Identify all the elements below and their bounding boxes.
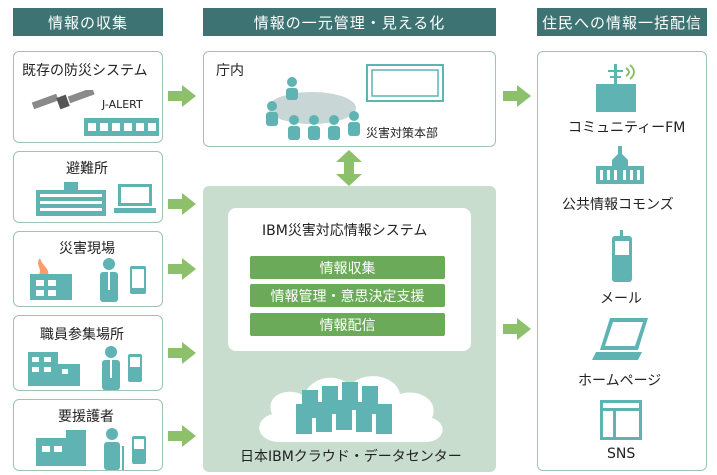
channel-label: コミュニティーFM <box>568 120 686 136</box>
laptop-icon <box>592 318 648 360</box>
system-title: IBM災害対応情報システム <box>262 223 428 239</box>
source-label: 災害現場 <box>59 241 115 257</box>
satellite-icon <box>31 90 95 110</box>
building-icon <box>84 118 159 136</box>
jalert-label: J-ALERT <box>102 98 143 111</box>
house-icon <box>36 430 86 466</box>
function-collection: 情報収集 <box>250 256 445 279</box>
arrow-right-to-channels-2 <box>503 318 531 340</box>
elderly-person-icon <box>104 428 124 470</box>
source-label: 避難所 <box>66 161 108 177</box>
monitor-icon <box>366 64 444 102</box>
office-label: 庁内 <box>216 63 244 79</box>
arrow-right-1 <box>168 85 196 107</box>
arrow-right-4 <box>168 342 196 364</box>
parliament-icon <box>596 146 644 184</box>
office-building-icon <box>28 352 80 386</box>
arrow-right-5 <box>168 425 196 447</box>
source-label: 要援護者 <box>58 409 114 425</box>
fire-building-icon <box>30 258 72 300</box>
arrow-right-3 <box>168 258 196 280</box>
header-management: 情報の一元管理・見える化 <box>203 8 496 36</box>
function-management: 情報管理・意思決定支援 <box>250 284 445 307</box>
cloud-icon <box>259 376 443 443</box>
source-box-vulnerable-persons: 要援護者 <box>13 399 163 471</box>
header-distribution: 住民への情報一括配信 <box>537 8 707 36</box>
arrow-right-to-channels-1 <box>503 85 531 107</box>
source-box-disaster-system: 既存の防災システム J-ALERT <box>13 51 163 143</box>
channel-label: 公共情報コモンズ <box>562 197 674 213</box>
bidirectional-arrow <box>336 150 362 186</box>
meeting-table-icon <box>266 77 360 140</box>
source-box-shelter: 避難所 <box>13 151 163 223</box>
pc-icon <box>114 184 156 213</box>
smartphone-icon <box>130 266 146 294</box>
source-box-disaster-site: 災害現場 <box>13 231 163 307</box>
source-box-staff-gathering: 職員参集場所 <box>13 315 163 391</box>
channel-label: ホームページ <box>578 373 662 389</box>
header-collection: 情報の収集 <box>13 8 163 36</box>
mobile-phone-icon <box>612 230 632 282</box>
shelter-building-icon <box>36 182 106 216</box>
channel-label: メール <box>600 291 642 307</box>
person-icon <box>102 346 120 390</box>
cloud-label: 日本IBMクラウド・データセンター <box>240 449 462 465</box>
function-distribution: 情報配信 <box>250 313 445 336</box>
hq-label: 災害対策本部 <box>366 126 439 140</box>
mobile-phone-icon <box>132 436 146 464</box>
person-icon <box>100 258 118 302</box>
channel-label: SNS <box>607 446 636 462</box>
arrow-right-2 <box>168 193 196 215</box>
mobile-phone-icon <box>128 354 142 382</box>
radio-station-icon <box>596 64 636 112</box>
source-label: 既存の防災システム <box>22 63 148 79</box>
source-label: 職員参集場所 <box>40 327 124 343</box>
sns-window-icon <box>600 400 642 440</box>
office-box: 庁内 災害対策本部 <box>203 51 496 147</box>
